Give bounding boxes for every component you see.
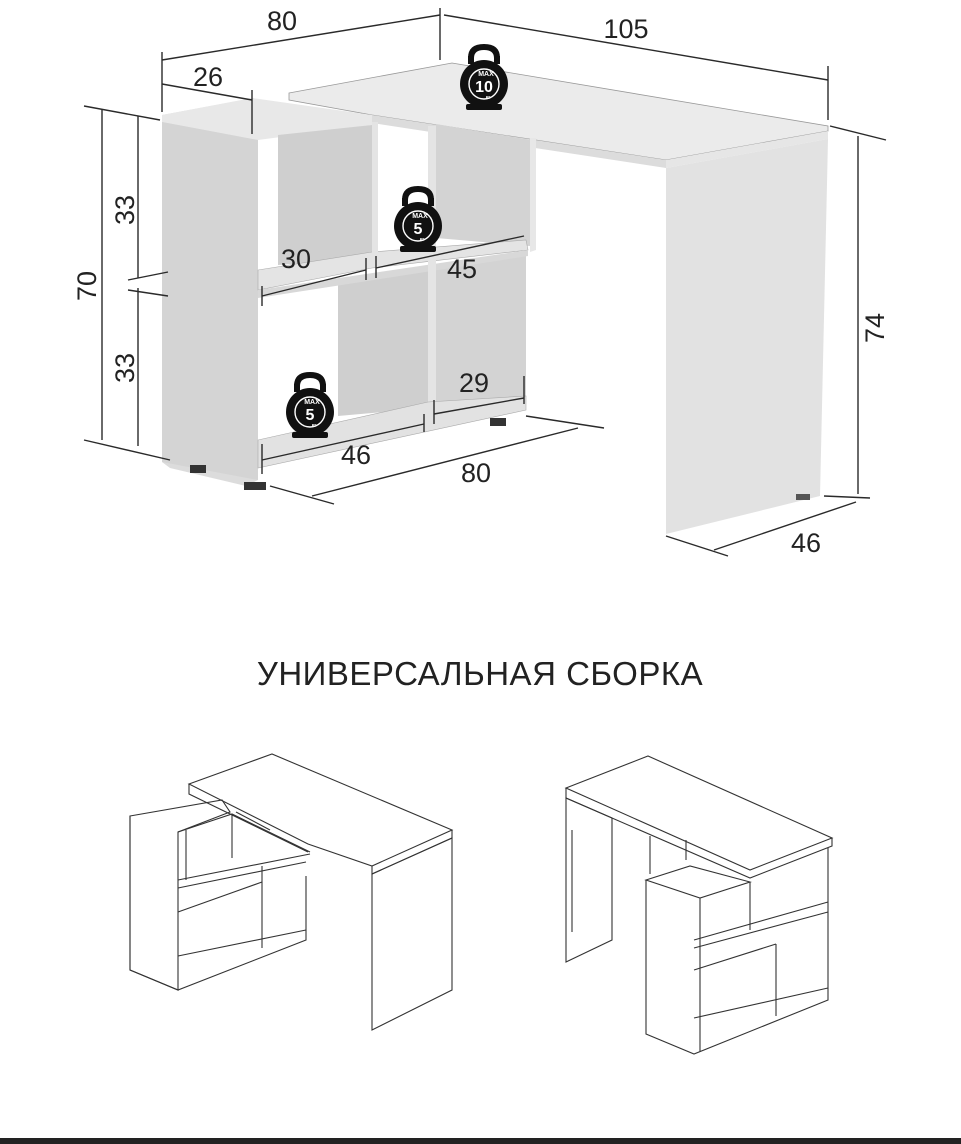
dim-bottom-width: 80 (461, 458, 491, 488)
dim-upper-height: 33 (110, 195, 140, 225)
svg-text:10: 10 (475, 79, 493, 96)
kettlebell-icon-bottom: MAX 5 кг (285, 371, 335, 439)
dimension-lines (83, 8, 887, 557)
dim-desk-depth: 46 (791, 528, 821, 558)
dim-shelf-depth: 26 (193, 62, 223, 92)
right-assembly-drawing (564, 755, 834, 1055)
svg-text:MAX: MAX (304, 399, 320, 406)
dim-upper-left-cell: 30 (281, 244, 311, 274)
dim-desk-height: 74 (860, 313, 890, 343)
kettlebell-icon-top: MAX 10 кг (459, 43, 509, 111)
kettlebell-icon-middle: MAX 5 кг (393, 185, 443, 253)
dim-lower-right-cell: 29 (459, 368, 489, 398)
dim-lower-left-cell: 46 (341, 440, 371, 470)
dim-lower-height: 33 (110, 353, 140, 383)
bottom-bar (0, 1138, 961, 1144)
dim-upper-right-cell: 45 (447, 254, 477, 284)
svg-text:кг: кг (486, 95, 491, 101)
svg-text:5: 5 (414, 221, 423, 238)
svg-text:MAX: MAX (478, 71, 494, 78)
svg-text:MAX: MAX (412, 213, 428, 220)
svg-text:5: 5 (306, 407, 315, 424)
svg-text:кг: кг (420, 237, 425, 243)
svg-text:кг: кг (312, 423, 317, 429)
assembly-heading: УНИВЕРСАЛЬНАЯ СБОРКА (257, 655, 703, 692)
dim-total-height-left: 70 (72, 271, 102, 301)
left-assembly-drawing (129, 753, 454, 1031)
dim-top-right-width: 105 (603, 14, 648, 44)
dim-top-left-width: 80 (267, 6, 297, 36)
